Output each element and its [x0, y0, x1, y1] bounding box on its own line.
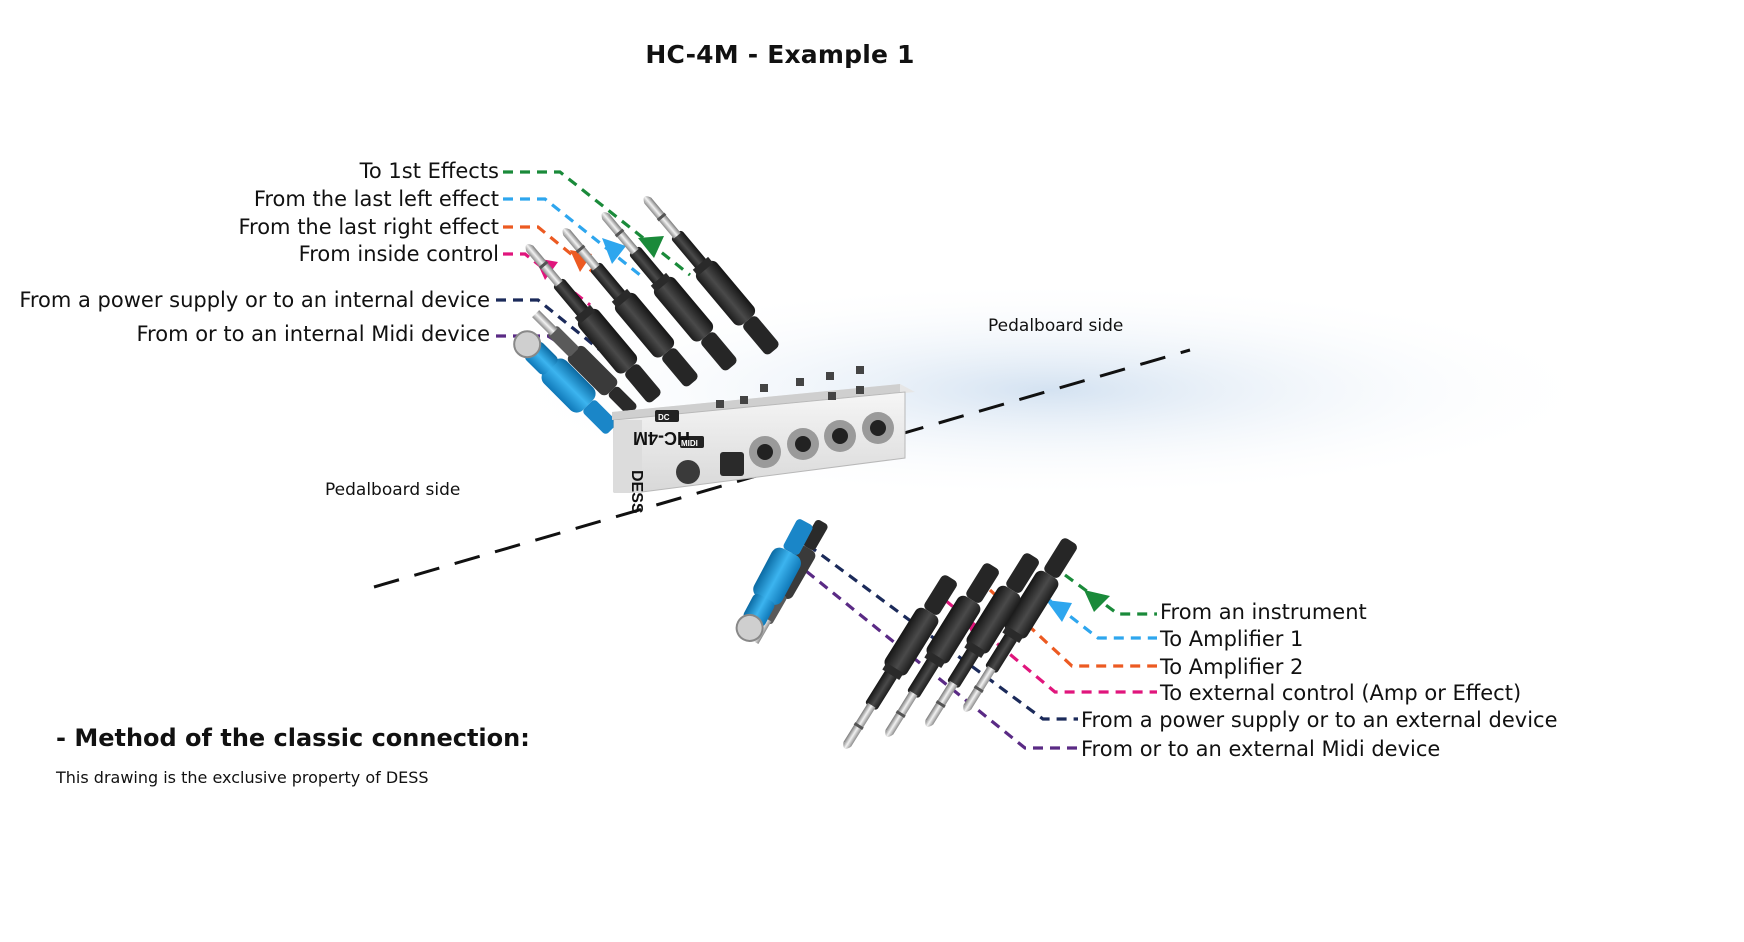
box-model-text: HC-4M	[633, 428, 690, 448]
hc-4m-box	[612, 366, 915, 493]
pedalboard-side-top-label: Pedalboard side	[988, 316, 1124, 336]
right-label-instrument: From an instrument	[1160, 600, 1367, 624]
left-label-last-left-effect: From the last left effect	[253, 187, 499, 211]
method-heading: - Method of the classic connection:	[56, 724, 530, 752]
box-port-dc-label: DC	[658, 413, 670, 422]
left-label-inside-control: From inside control	[298, 242, 499, 266]
arrow-blue-icon	[602, 238, 626, 264]
left-label-midi-internal: From or to an internal Midi device	[136, 322, 491, 346]
bottom-plugs	[728, 513, 1083, 756]
arrow-green-icon	[638, 236, 664, 258]
diagram-title: HC-4M - Example 1	[645, 40, 915, 69]
box-brand-text: DESS	[628, 470, 645, 514]
box-port-midi-label: MIDI	[681, 439, 698, 448]
right-label-amplifier-1: To Amplifier 1	[1160, 627, 1304, 651]
left-label-last-right-effect: From the last right effect	[238, 215, 499, 239]
midi-socket-icon	[676, 460, 700, 484]
left-label-power-internal: From a power supply or to an internal de…	[19, 288, 490, 312]
left-label-1st-effects: To 1st Effects	[359, 159, 499, 183]
right-label-power-external: From a power supply or to an external de…	[1081, 708, 1558, 732]
right-label-external-control: To external control (Amp or Effect)	[1160, 681, 1522, 705]
bottom-cables	[778, 543, 1157, 750]
dc-socket-icon	[720, 452, 744, 476]
arrow-blue-icon	[1046, 600, 1072, 622]
arrow-green-icon	[1084, 590, 1110, 612]
right-label-amplifier-2: To Amplifier 2	[1160, 655, 1304, 679]
copyright-notice: This drawing is the exclusive property o…	[56, 768, 429, 787]
pedalboard-side-bottom-label: Pedalboard side	[325, 480, 461, 500]
right-label-midi-external: From or to an external Midi device	[1081, 737, 1441, 761]
